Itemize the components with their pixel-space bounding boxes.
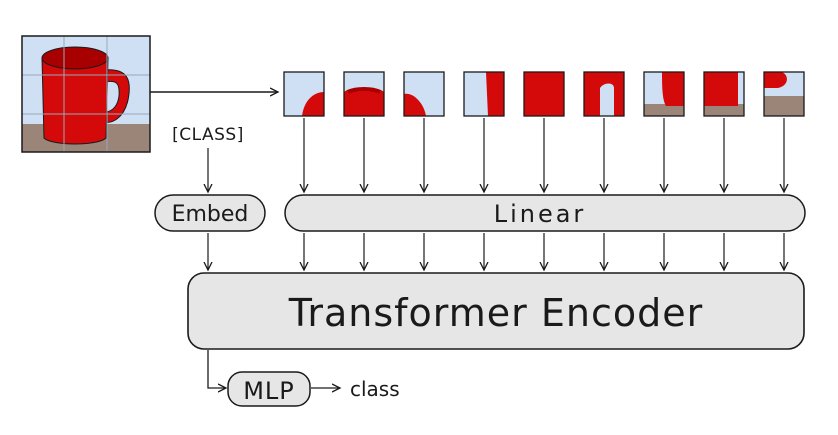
embed-box: Embed <box>154 194 266 232</box>
linear-box: Linear <box>284 194 806 232</box>
patch-8 <box>703 71 745 117</box>
patch-7 <box>643 71 685 117</box>
patch-9 <box>763 71 805 117</box>
encoder-to-mlp-arrow <box>207 350 226 388</box>
encoder-label: Transformer Encoder <box>288 291 703 335</box>
mlp-label: MLP <box>243 377 295 405</box>
patch-6 <box>583 71 625 117</box>
to-encoder-arrows <box>208 233 784 270</box>
patch-5 <box>523 71 565 117</box>
patch-2 <box>343 71 385 117</box>
patch-3 <box>403 71 445 117</box>
patch-1 <box>283 71 325 117</box>
patch-to-linear-arrows <box>304 118 784 192</box>
class-token-label: [CLASS] <box>172 125 244 145</box>
input-image-border <box>21 35 151 153</box>
mlp-box: MLP <box>227 371 311 407</box>
embed-label: Embed <box>172 202 249 227</box>
output-class-label: class <box>350 377 400 401</box>
patch-4 <box>463 71 505 117</box>
transformer-encoder-box: Transformer Encoder <box>187 272 805 350</box>
linear-label: Linear <box>494 200 587 228</box>
input-image <box>22 36 150 152</box>
patch-sequence <box>283 71 805 117</box>
